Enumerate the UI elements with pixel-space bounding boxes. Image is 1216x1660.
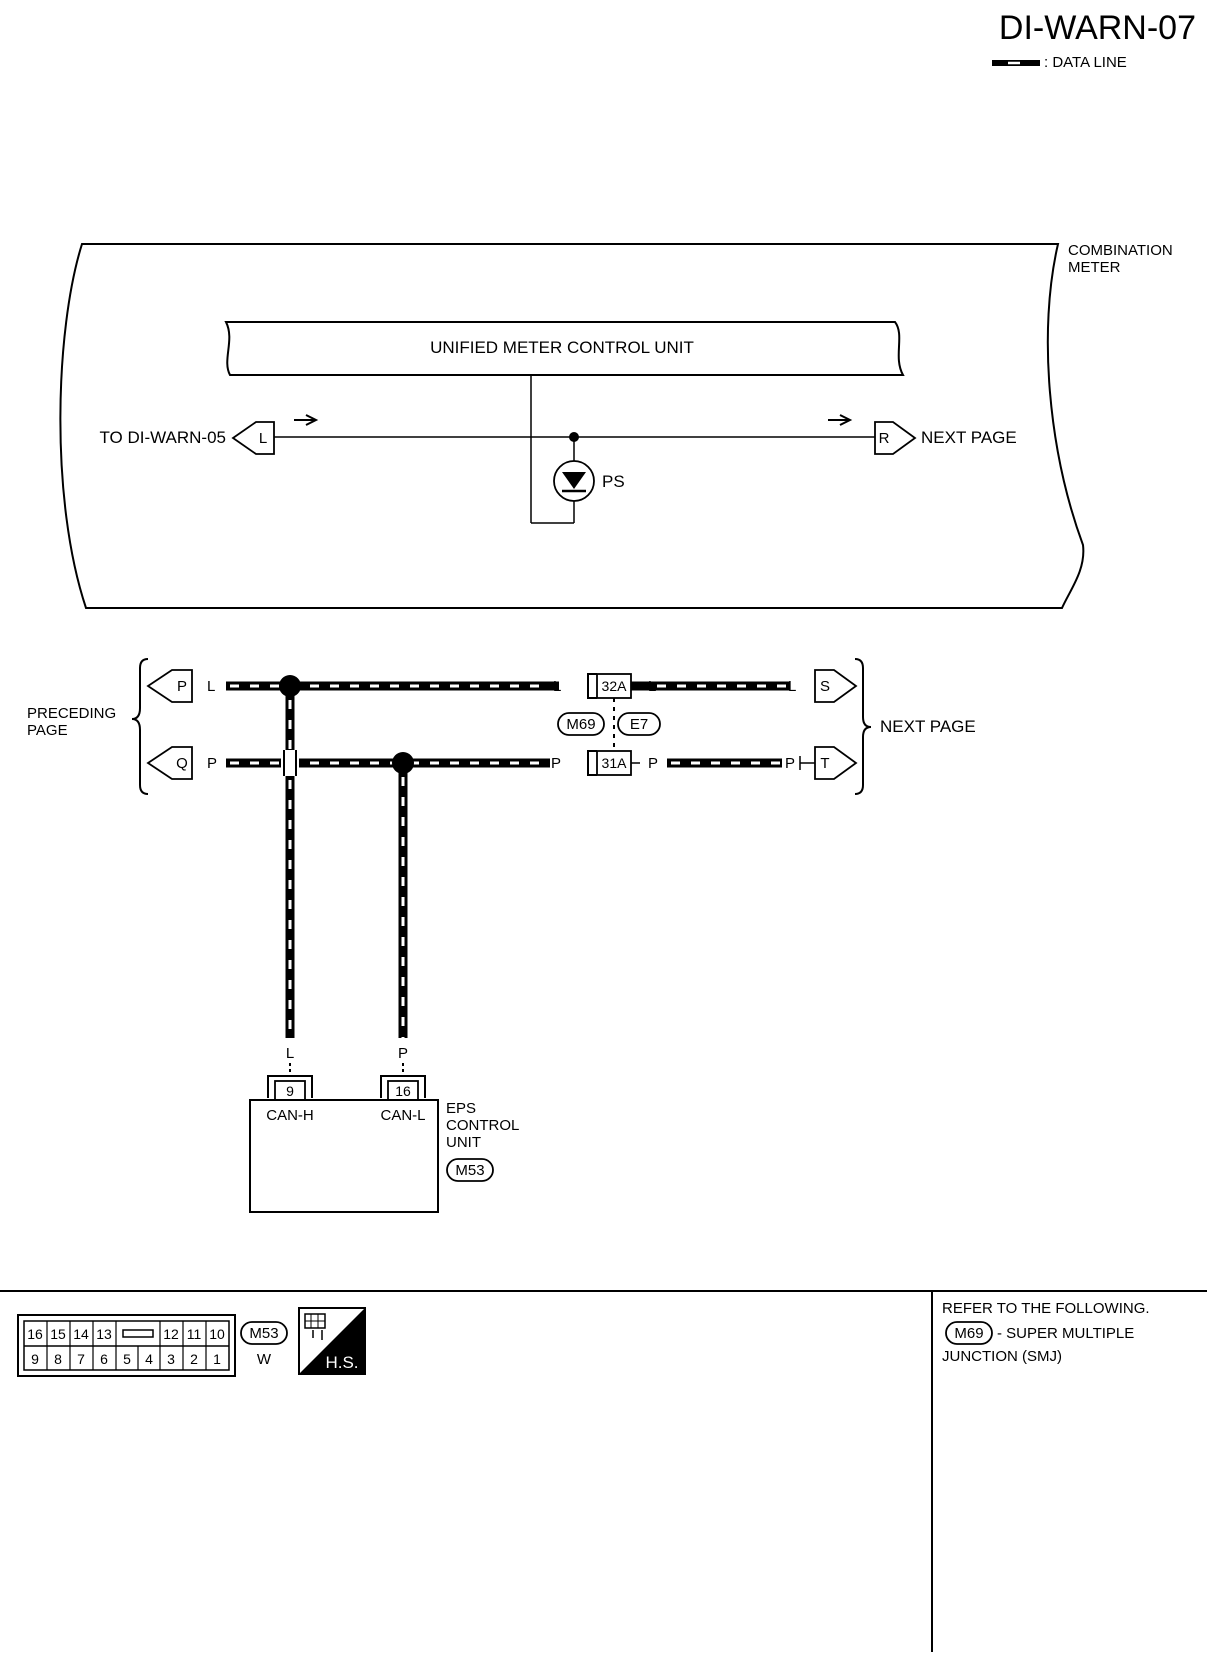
wire-color-l-label: L xyxy=(788,678,796,695)
eps-connector-badge xyxy=(446,1158,494,1182)
face-connector-color: W xyxy=(257,1351,272,1368)
eps-label-2: CONTROL xyxy=(446,1117,519,1134)
combination-meter-label-2: METER xyxy=(1068,259,1121,276)
unified-meter-control-unit-label: UNIFIED METER CONTROL UNIT xyxy=(430,338,694,357)
eps-pin-16-connector xyxy=(380,1075,426,1101)
can-l-splice-dot xyxy=(392,752,414,774)
refer-m69-label: M69 xyxy=(954,1325,983,1342)
unified-meter-control-unit xyxy=(224,321,905,376)
flow-arrow-icon xyxy=(294,414,319,426)
preceding-page-label-2: PAGE xyxy=(27,722,68,739)
connector-face-diagram xyxy=(17,1314,236,1377)
connector-l-arrow-icon xyxy=(231,421,275,455)
refer-smj-line: - SUPER MULTIPLE xyxy=(997,1325,1134,1342)
eps-connector-label: M53 xyxy=(455,1162,484,1179)
pin-3-face: 3 xyxy=(167,1351,175,1367)
harness-side-label: H.S. xyxy=(325,1353,358,1372)
connector-s-letter: S xyxy=(820,678,830,695)
refer-smj-line-2: JUNCTION (SMJ) xyxy=(942,1348,1062,1365)
connector-r-arrow-icon xyxy=(874,421,917,455)
combination-meter-outline xyxy=(59,243,1085,609)
pressure-switch-icon xyxy=(553,460,595,502)
connector-l-letter: L xyxy=(259,430,267,447)
wire-color-p-label: P xyxy=(648,755,658,772)
face-connector-badge xyxy=(240,1321,288,1345)
pin-14-face: 14 xyxy=(73,1326,89,1342)
page-id: DI-WARN-07 xyxy=(999,9,1196,47)
next-page-brace xyxy=(854,658,872,795)
connector-p-letter: P xyxy=(177,678,187,695)
ps-label: PS xyxy=(602,472,625,491)
eps-can-h-label: CAN-H xyxy=(266,1107,314,1124)
connector-q-letter: Q xyxy=(176,755,188,772)
wire-color-p-label: P xyxy=(785,755,795,772)
refer-m69-badge xyxy=(945,1321,993,1345)
pin-13-face: 13 xyxy=(96,1326,112,1342)
eps-label-3: UNIT xyxy=(446,1134,481,1151)
joint-connector-32a xyxy=(587,673,632,699)
connector-r-letter: R xyxy=(879,430,890,447)
data-line-legend-label: : DATA LINE xyxy=(1044,54,1127,71)
eps-label: EPS xyxy=(446,1100,476,1117)
pin-12-face: 12 xyxy=(163,1326,179,1342)
pin-2-face: 2 xyxy=(190,1351,198,1367)
pin-1-face: 1 xyxy=(213,1351,221,1367)
pin-32a-label: 32A xyxy=(602,678,628,694)
connector-t-arrow-icon xyxy=(814,746,858,780)
pin-4-face: 4 xyxy=(145,1351,153,1367)
pin-16-face: 16 xyxy=(27,1326,43,1342)
pin-9-face: 9 xyxy=(31,1351,39,1367)
wire-color-p-label: P xyxy=(207,755,217,772)
eps-wire-p-label: P xyxy=(398,1045,408,1062)
signal-junction-dot xyxy=(569,432,579,442)
to-di-warn-05-label: TO DI-WARN-05 xyxy=(99,428,226,447)
pin-15-face: 15 xyxy=(50,1326,66,1342)
pin-8-face: 8 xyxy=(54,1351,62,1367)
wire-color-l-label: L xyxy=(207,678,215,695)
junction-e7-label: E7 xyxy=(630,716,648,733)
pin-11-face: 11 xyxy=(187,1326,202,1342)
refer-heading: REFER TO THE FOLLOWING. xyxy=(942,1300,1150,1317)
wire-color-p-label: P xyxy=(551,755,561,772)
pin-7-face: 7 xyxy=(77,1351,85,1367)
junction-e7-badge xyxy=(617,712,661,736)
connector-q-arrow-icon xyxy=(146,746,193,780)
next-page-label: NEXT PAGE xyxy=(921,428,1017,447)
connector-s-arrow-icon xyxy=(814,669,858,703)
flow-arrow-icon xyxy=(828,414,853,426)
eps-pin-16-label: 16 xyxy=(395,1083,411,1099)
preceding-page-brace xyxy=(131,658,149,795)
harness-side-icon xyxy=(298,1307,366,1375)
pin-10-face: 10 xyxy=(209,1326,225,1342)
connector-t-letter: T xyxy=(820,755,829,772)
can-h-splice-dot xyxy=(279,675,301,697)
eps-pin-9-label: 9 xyxy=(286,1083,294,1099)
preceding-page-label: PRECEDING xyxy=(27,705,116,722)
face-connector-id: M53 xyxy=(249,1325,278,1342)
eps-pin-9-connector xyxy=(267,1075,313,1101)
pin-31a-label: 31A xyxy=(602,755,628,771)
pin-6-face: 6 xyxy=(100,1351,108,1367)
eps-control-unit-box xyxy=(249,1099,439,1213)
connector-p-arrow-icon xyxy=(146,669,193,703)
combination-meter-label: COMBINATION xyxy=(1068,242,1173,259)
can-next-page-label: NEXT PAGE xyxy=(880,717,976,736)
eps-can-l-label: CAN-L xyxy=(380,1107,425,1124)
pin-5-face: 5 xyxy=(123,1351,131,1367)
junction-m69-badge xyxy=(557,712,605,736)
wire-color-l-label: L xyxy=(648,678,656,695)
eps-wire-l-label: L xyxy=(286,1045,294,1062)
junction-m69-label: M69 xyxy=(566,716,595,733)
joint-connector-31a xyxy=(587,750,632,776)
